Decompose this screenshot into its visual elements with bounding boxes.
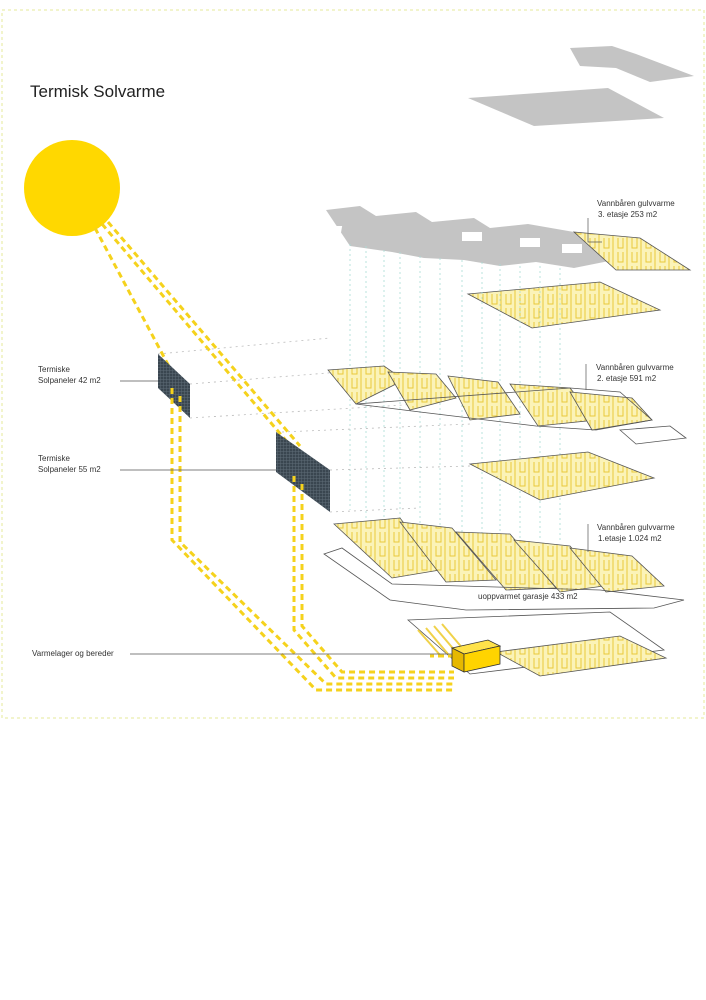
panels-1-label-line1: Termiske	[38, 365, 71, 374]
floor-3-gray-slab	[320, 206, 614, 268]
sun-icon	[24, 140, 120, 236]
garage-label: uoppvarmet garasje 433 m2	[478, 592, 578, 601]
leader-lines	[120, 218, 602, 655]
floor-3-heating-zone	[572, 231, 692, 271]
floor-2-lower-heating-zone	[468, 451, 656, 501]
floor-3-lower-heating-zone	[466, 281, 662, 329]
labels: Vannbåren gulvvarme 3. etasje 253 m2 Van…	[32, 199, 675, 658]
panels-2-label-line1: Termiske	[38, 454, 71, 463]
floor-1-outline	[323, 547, 685, 611]
panel-projection-lines	[157, 337, 471, 513]
floor-3-label-line1: Vannbåren gulvvarme	[597, 199, 675, 208]
sun-rays	[93, 221, 302, 451]
roof-slabs	[468, 46, 694, 126]
floor-1-heating-zones	[333, 517, 665, 593]
panels-1-label-line2: Solpaneler 42 m2	[38, 376, 101, 385]
floor-2-label-line2: 2. etasje 591 m2	[597, 374, 657, 383]
panels-2-label-line2: Solpaneler 55 m2	[38, 465, 101, 474]
solar-panel-icon	[276, 432, 330, 512]
storage-label: Varmelager og bereder	[32, 649, 114, 658]
solar-panel-icon	[158, 354, 190, 418]
floor-2-heating-zones	[327, 365, 653, 431]
floor-3-label-line2: 3. etasje 253 m2	[598, 210, 658, 219]
garage-heating-zone	[494, 635, 668, 677]
floor-2-label-line1: Vannbåren gulvvarme	[596, 363, 674, 372]
floor-1-label-line1: Vannbåren gulvvarme	[597, 523, 675, 532]
page-title: Termisk Solvarme	[30, 82, 165, 101]
page-frame	[1, 9, 705, 719]
storage-tank-icon	[450, 639, 502, 673]
floor-2-unheated-slab	[619, 425, 688, 445]
floor-1-label-line2: 1.etasje 1.024 m2	[598, 534, 662, 543]
